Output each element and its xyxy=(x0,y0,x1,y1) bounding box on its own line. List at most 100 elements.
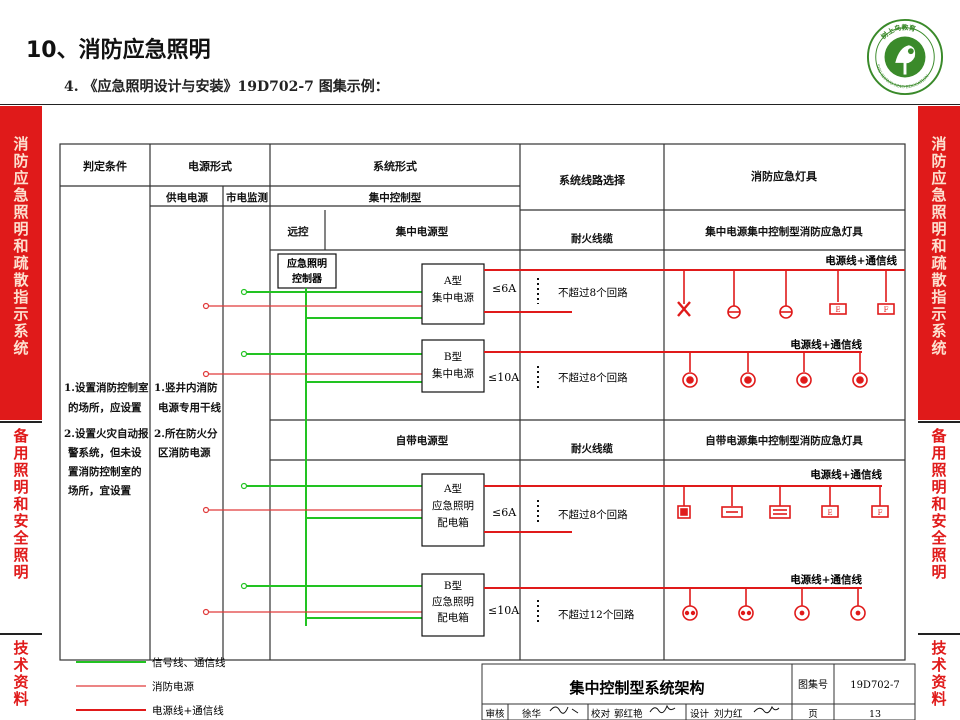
side-tab-char: 系 xyxy=(931,322,947,340)
left-tab-emergency: 消防应急照明和疏散指示系统 xyxy=(0,106,42,420)
side-tab-char: 技 xyxy=(931,639,947,657)
fixtures-row-1 xyxy=(677,270,895,319)
legend-signal: 信号线、通信线 xyxy=(152,656,226,669)
header-monitor: 市电监测 xyxy=(226,191,268,204)
header-fixtures: 消防应急灯具 xyxy=(751,169,817,183)
side-tab-char: 疏 xyxy=(931,254,947,272)
legend-power: 消防电源 xyxy=(152,680,194,693)
condition-line-4: 警系统，但未设 xyxy=(67,446,142,459)
side-tab-char: 指 xyxy=(13,288,29,306)
condition-line-5: 置消防控制室的 xyxy=(68,465,142,478)
controller-line-2: 控制器 xyxy=(292,272,323,285)
side-tab-char: 安 xyxy=(13,512,29,530)
distribution-box-b: B型 应急照明 配电箱 ≤10A 不超过12个回路 电源线+通信线 xyxy=(421,573,862,637)
unit-b-central-name: 集中电源 xyxy=(432,367,474,380)
side-tab-char: 消 xyxy=(931,135,947,153)
side-tab-char: 照 xyxy=(13,461,29,479)
unit-b-central-type: B型 xyxy=(444,350,462,363)
legend: 信号线、通信线 消防电源 电源线+通信线 xyxy=(76,656,226,717)
header-line-choice: 系统线路选择 xyxy=(559,173,626,187)
left-tab-emergency-label: 消防应急照明和疏散指示系统 xyxy=(13,136,28,357)
side-tab-char: 明 xyxy=(931,563,947,581)
right-tab-backup: 备用照明和安全照明 xyxy=(918,424,960,632)
controller-box xyxy=(277,253,337,289)
side-tab-char: 照 xyxy=(931,461,947,479)
left-tab-divider xyxy=(0,421,42,423)
side-tab-char: 明 xyxy=(13,478,29,496)
side-tab-char: 照 xyxy=(931,546,947,564)
fixtures-row-3 xyxy=(677,486,889,519)
side-tab-char: 安 xyxy=(931,512,947,530)
power-lines xyxy=(206,305,422,613)
unit-b-box-rating: ≤10A xyxy=(488,604,520,617)
side-tab-char: 全 xyxy=(931,529,947,547)
page-title: 10、消防应急照明 xyxy=(26,38,211,63)
unit-b-box-name-2: 配电箱 xyxy=(437,611,469,624)
signatures xyxy=(549,704,780,714)
left-tab-tech-label: 技术资料 xyxy=(13,640,28,708)
legend-power-comm: 电源线+通信线 xyxy=(152,704,224,717)
side-tab-char: 和 xyxy=(13,495,29,513)
header-supply: 供电电源 xyxy=(165,191,208,204)
power-line-1: 1.竖井内消防 xyxy=(154,381,218,394)
side-tab-char: 资 xyxy=(931,673,947,691)
unit-b-box-line-label: 电源线+通信线 xyxy=(790,573,862,586)
unit-a-box-line-label: 电源线+通信线 xyxy=(810,468,882,481)
side-tab-char: 散 xyxy=(931,271,947,289)
page-subtitle: 4. 《应急照明设计与安装》19D702-7 图集示例： xyxy=(64,79,389,95)
logo: 树上鸟教育 SHU SHANG NIAO EDUCATION xyxy=(866,18,944,96)
side-tab-char: 统 xyxy=(931,339,947,357)
side-tab-char: 急 xyxy=(931,186,947,204)
header-fire-cable-2: 耐火线缆 xyxy=(571,442,613,455)
unit-b-central-rating: ≤10A xyxy=(488,371,520,384)
right-tab-tech: 技术资料 xyxy=(918,636,960,720)
left-tab-backup-label: 备用照明和安全照明 xyxy=(13,428,28,581)
reviewer-name: 徐华 xyxy=(522,708,542,720)
review-label: 审核 xyxy=(485,708,505,720)
unit-a-central-name: 集中电源 xyxy=(432,291,474,304)
header-fire-cable: 耐火线缆 xyxy=(571,232,613,245)
table-grid xyxy=(59,143,906,661)
side-tab-char: 急 xyxy=(13,186,29,204)
side-tab-char: 料 xyxy=(931,690,947,708)
side-tab-char: 消 xyxy=(13,135,29,153)
side-tab-char: 术 xyxy=(13,656,29,674)
side-tab-char: 照 xyxy=(931,203,947,221)
unit-b-box-circuit: 不超过12个回路 xyxy=(558,608,635,621)
side-tab-char: 系 xyxy=(13,322,29,340)
side-tab-char: 明 xyxy=(13,563,29,581)
header-self-fixtures: 自带电源集中控制型消防应急灯具 xyxy=(705,434,863,447)
side-tab-char: 和 xyxy=(931,495,947,513)
design-label: 设计 xyxy=(690,708,710,720)
header-divider xyxy=(0,104,960,105)
side-tab-char: 用 xyxy=(931,444,947,462)
unit-a-central-circuit: 不超过8个回路 xyxy=(558,286,628,299)
signal-lines xyxy=(244,288,422,626)
header-central-control: 集中控制型 xyxy=(368,191,422,204)
right-tab-emergency-label: 消防应急照明和疏散指示系统 xyxy=(931,136,946,357)
side-tab-char: 和 xyxy=(13,237,29,255)
header-condition: 判定条件 xyxy=(83,159,127,173)
power-unit-a-central: A型 集中电源 ≤6A 不超过8个回路 电源线+通信线 xyxy=(421,254,905,325)
side-tab-char: 资 xyxy=(13,673,29,691)
right-tab-emergency: 消防应急照明和疏散指示系统 xyxy=(918,106,960,420)
side-tab-char: 用 xyxy=(13,444,29,462)
condition-line-2: 的场所，应设置 xyxy=(68,401,142,414)
side-tab-char: 散 xyxy=(13,271,29,289)
power-line-3: 2.所在防火分 xyxy=(154,427,218,440)
atlas-label: 图集号 xyxy=(798,678,828,691)
side-tab-char: 备 xyxy=(13,427,29,445)
right-tab-divider-2 xyxy=(918,633,960,635)
power-unit-b-central: B型 集中电源 ≤10A 不超过8个回路 电源线+通信线 xyxy=(421,338,862,393)
right-tab-divider xyxy=(918,421,960,423)
condition-line-3: 2.设置火灾自动报 xyxy=(64,427,149,440)
title-block xyxy=(481,663,916,720)
unit-a-central-line-label: 电源线+通信线 xyxy=(825,254,897,267)
unit-a-box-type: A型 xyxy=(443,482,462,495)
side-tab-char: 技 xyxy=(13,639,29,657)
right-tab-tech-label: 技术资料 xyxy=(931,640,946,708)
fixture-mark-f-2: F xyxy=(878,509,883,517)
side-tab-char: 术 xyxy=(931,656,947,674)
unit-a-central-rating: ≤6A xyxy=(492,282,517,295)
header-system-form: 系统形式 xyxy=(373,159,417,173)
